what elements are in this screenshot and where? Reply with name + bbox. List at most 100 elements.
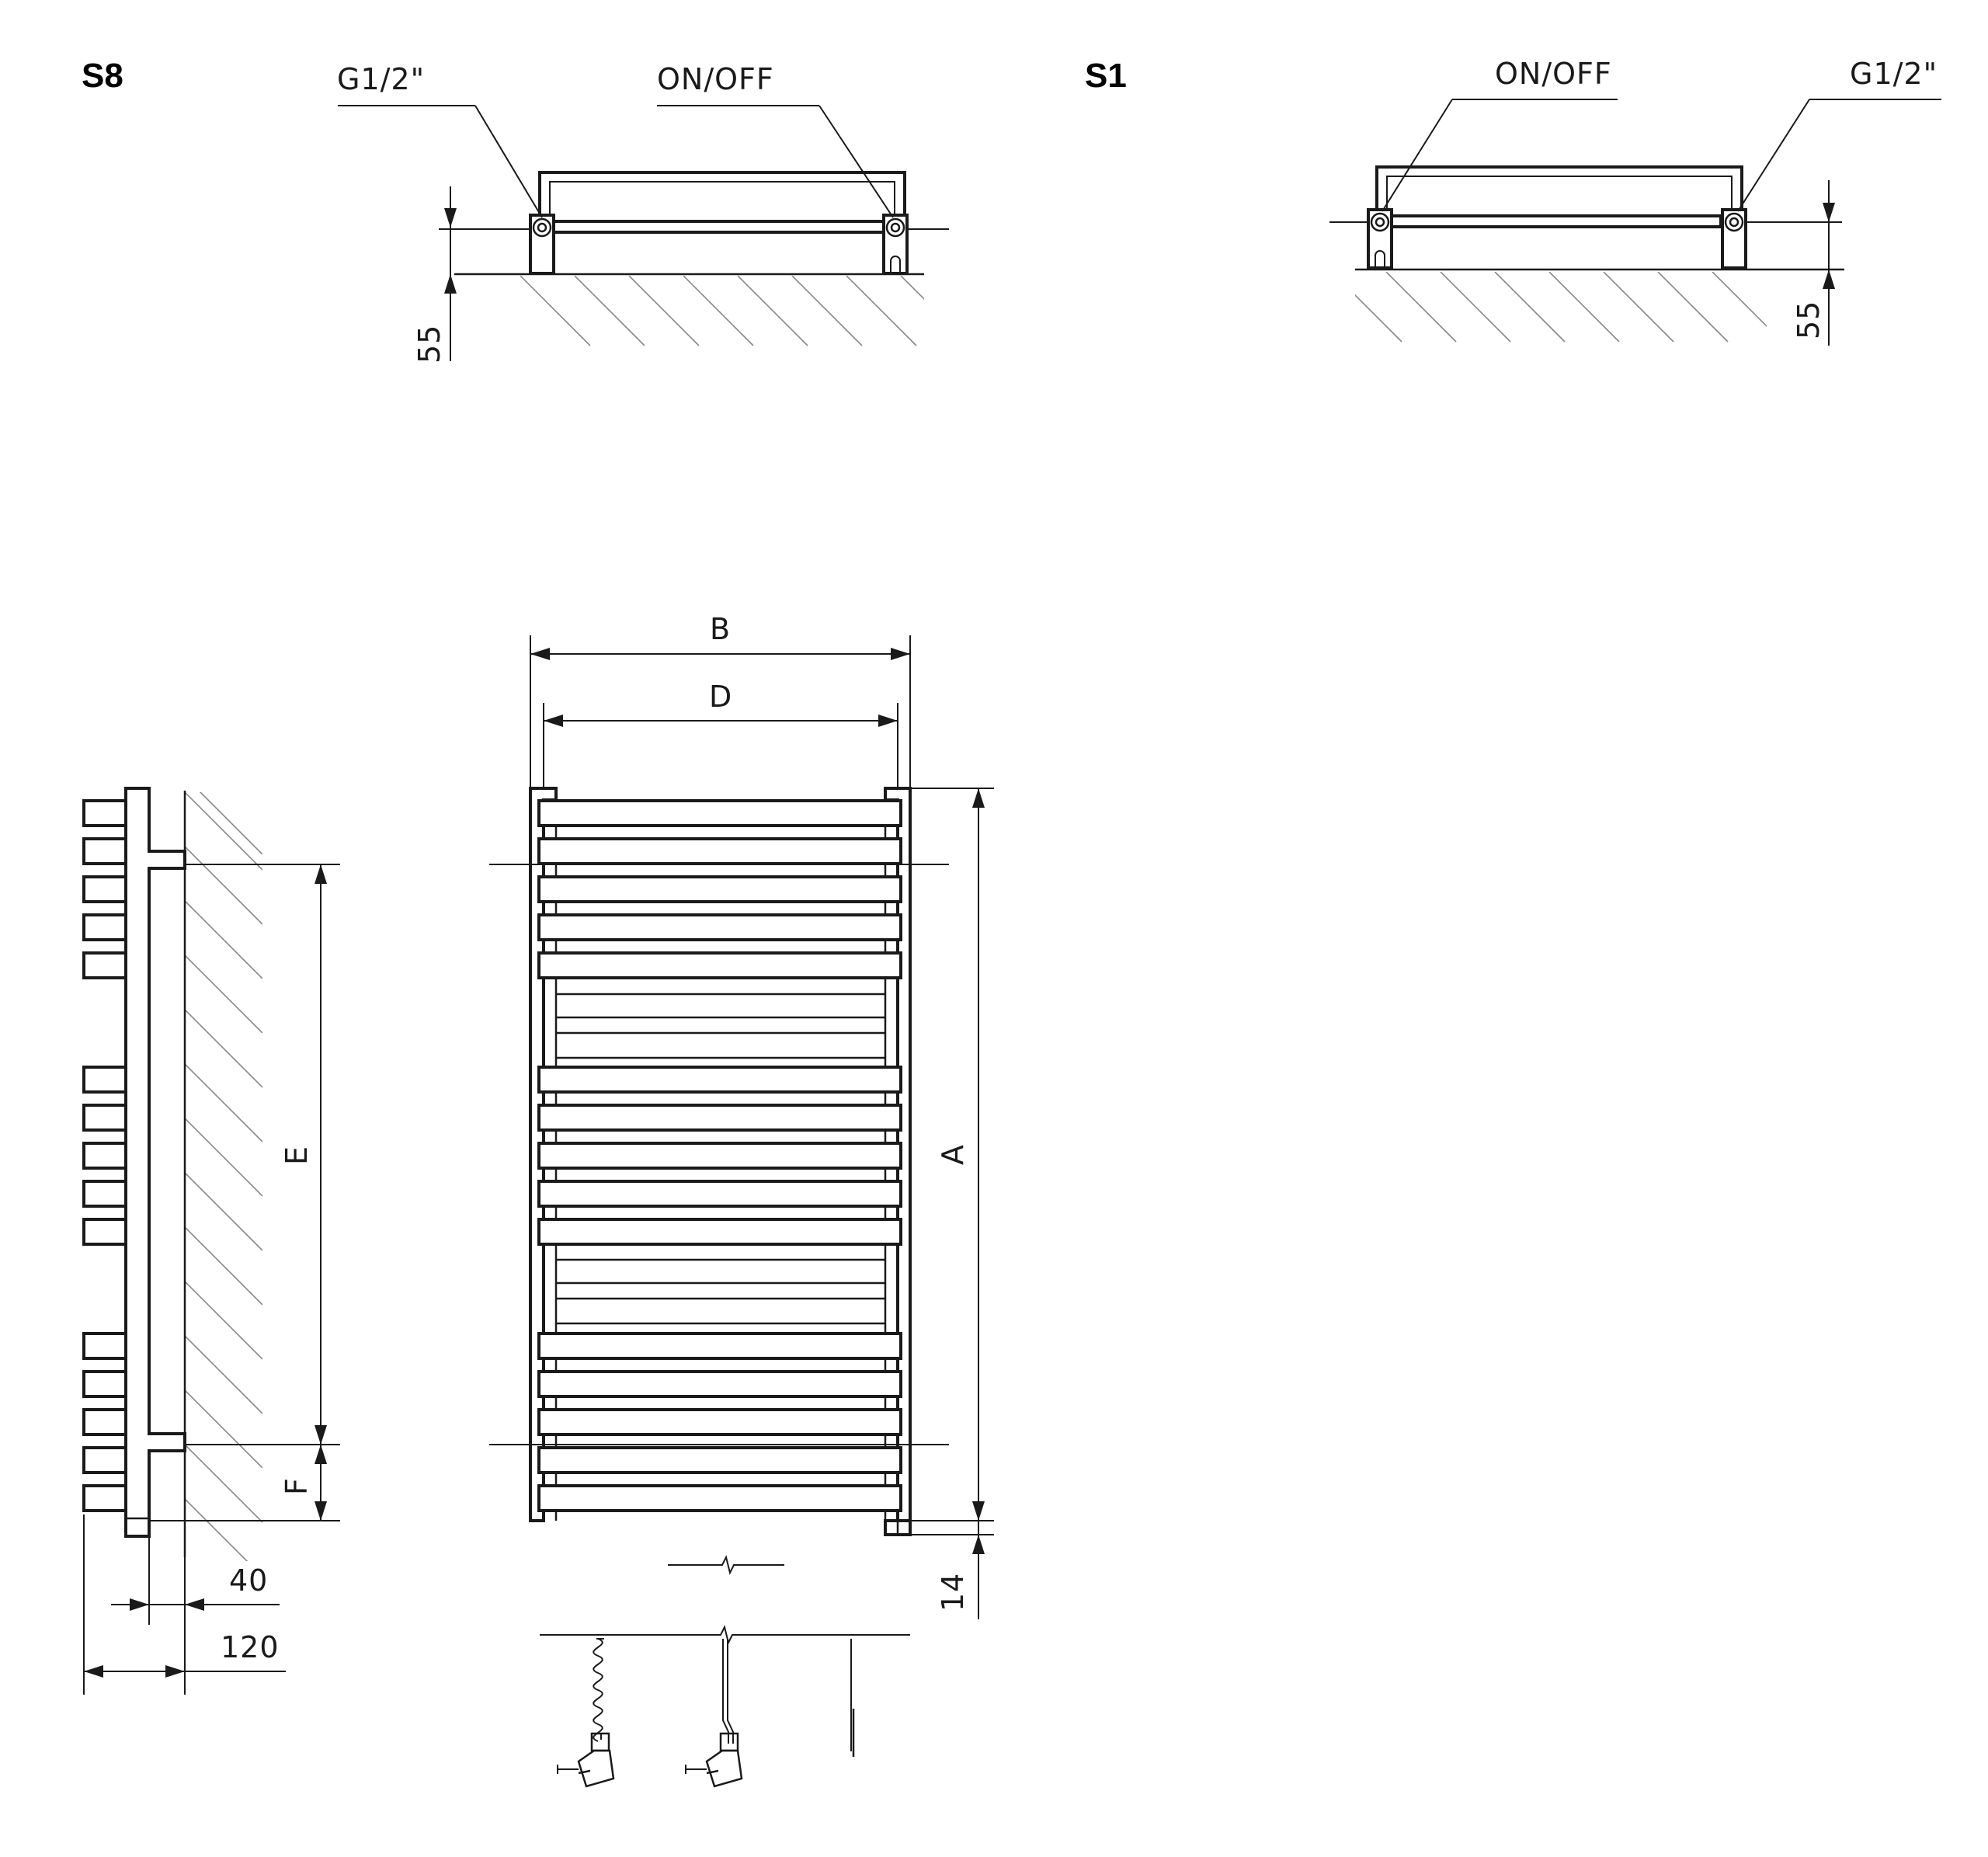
s8-onoff-leader <box>818 105 894 218</box>
s1-left-valve-icon <box>1370 212 1390 232</box>
spiral-cable-icon <box>593 1638 603 1742</box>
side-tube <box>82 913 127 941</box>
s8-title: S8 <box>82 57 123 95</box>
front-bar <box>537 1104 902 1132</box>
front-bar <box>537 1446 902 1474</box>
s8-onoff-label: ON/OFF <box>657 62 774 96</box>
side-120-arrow-right <box>165 1665 185 1678</box>
spiral-cable-plug <box>557 1638 615 1788</box>
front-bar <box>537 1218 902 1246</box>
side-40-arrow-left <box>130 1598 149 1611</box>
s8-dim-arrow-down <box>444 208 457 228</box>
s1-rail-inner <box>1386 176 1733 219</box>
side-e-arrow-top <box>315 864 327 884</box>
side-collector <box>124 787 186 1538</box>
plug-icon <box>705 1749 743 1788</box>
front-b-arrow-left <box>530 648 550 660</box>
side-tube <box>82 799 127 827</box>
s8-dim-arrow-up <box>444 274 457 294</box>
side-f-label: F <box>280 1477 314 1495</box>
side-tube <box>82 875 127 903</box>
front-bar <box>537 951 902 979</box>
side-e-label: E <box>280 1146 314 1165</box>
s8-dim-55: 55 <box>412 325 447 363</box>
s1-wall-hatch <box>1355 272 1767 343</box>
s1-title: S1 <box>1085 57 1127 95</box>
side-tube <box>82 1446 127 1474</box>
side-dim-120: 120 <box>221 1630 280 1664</box>
front-bar <box>537 799 902 827</box>
side-tube <box>82 1408 127 1436</box>
front-b-label: B <box>710 612 731 646</box>
front-a-arrow-bottom <box>972 1501 985 1521</box>
front-bar <box>537 1370 902 1398</box>
s8-top-view: S8 G1/2" ON/OFF <box>82 57 949 363</box>
spiral-cable-ends <box>596 1638 604 1740</box>
s8-wall-hatch <box>520 276 924 346</box>
s1-dim-arrow-up <box>1823 270 1835 289</box>
s8-g-leader <box>474 105 543 218</box>
s8-g-label: G1/2" <box>337 62 425 96</box>
side-e-arrow-bottom <box>315 1425 327 1445</box>
s1-left-valve-core <box>1375 217 1385 228</box>
front-bar <box>537 1408 902 1436</box>
front-d-label: D <box>709 680 732 714</box>
side-tube <box>82 1066 127 1094</box>
straight-cable-plug <box>685 1639 743 1788</box>
s1-onoff-label: ON/OFF <box>1495 57 1612 91</box>
plug-body-line <box>706 1769 719 1775</box>
side-tube <box>82 951 127 979</box>
side-f-arrow-bottom <box>315 1501 327 1521</box>
front-bar <box>537 837 902 865</box>
s1-dim-55: 55 <box>1792 301 1826 339</box>
side-dim-40: 40 <box>229 1563 268 1598</box>
side-f-arrow-top <box>315 1445 327 1464</box>
front-bar <box>537 1066 902 1094</box>
s8-heater-plug-icon <box>890 256 901 272</box>
front-dim-14: 14 <box>936 1573 970 1612</box>
side-tube <box>82 1180 127 1208</box>
s8-right-valve-icon <box>885 217 905 238</box>
s1-heater-plug-icon <box>1375 250 1385 266</box>
front-bar <box>537 1142 902 1170</box>
side-tube <box>82 1370 127 1398</box>
front-break-line <box>668 1555 784 1575</box>
s1-right-valve-core <box>1729 217 1740 228</box>
front-d-arrow-right <box>878 715 898 727</box>
front-a-label: A <box>936 1144 970 1165</box>
heater-base-line <box>540 1625 910 1645</box>
side-120-arrow-left <box>84 1665 103 1678</box>
s1-top-view: S1 ON/OFF G1/2" 55 <box>1085 57 1941 346</box>
s1-g-leader <box>1737 99 1810 212</box>
side-wall-hatch <box>185 792 262 1561</box>
side-40-arrow-right <box>185 1598 204 1611</box>
s1-g-label: G1/2" <box>1850 57 1938 91</box>
side-tube <box>82 1484 127 1512</box>
s1-bar <box>1388 214 1722 228</box>
front-bar <box>537 913 902 941</box>
s1-onoff-leader <box>1382 99 1453 212</box>
s8-left-valve-icon <box>532 217 552 238</box>
front-d-arrow-left <box>544 715 563 727</box>
s8-rail-inner <box>549 181 895 227</box>
front-14-arrow-up <box>972 1535 985 1554</box>
side-tube <box>82 1142 127 1170</box>
hidden-wire <box>850 1639 855 1757</box>
s8-right-valve-core <box>890 222 901 233</box>
side-tube <box>82 1218 127 1246</box>
side-view: E F 40 120 <box>82 787 340 1695</box>
s8-bar <box>551 220 885 234</box>
plug-icon <box>577 1749 615 1788</box>
side-tube <box>82 1104 127 1132</box>
front-bar <box>537 1180 902 1208</box>
straight-cable-icon <box>722 1639 729 1744</box>
s8-rail-outer <box>538 171 906 227</box>
side-tube <box>82 1332 127 1360</box>
heater-options <box>540 1625 910 1788</box>
front-view: B D <box>489 612 994 1619</box>
s1-rail-outer <box>1375 165 1743 219</box>
plug-body-line <box>578 1769 591 1775</box>
straight-cable-outline <box>727 1639 734 1744</box>
front-a-arrow-top <box>972 788 985 808</box>
